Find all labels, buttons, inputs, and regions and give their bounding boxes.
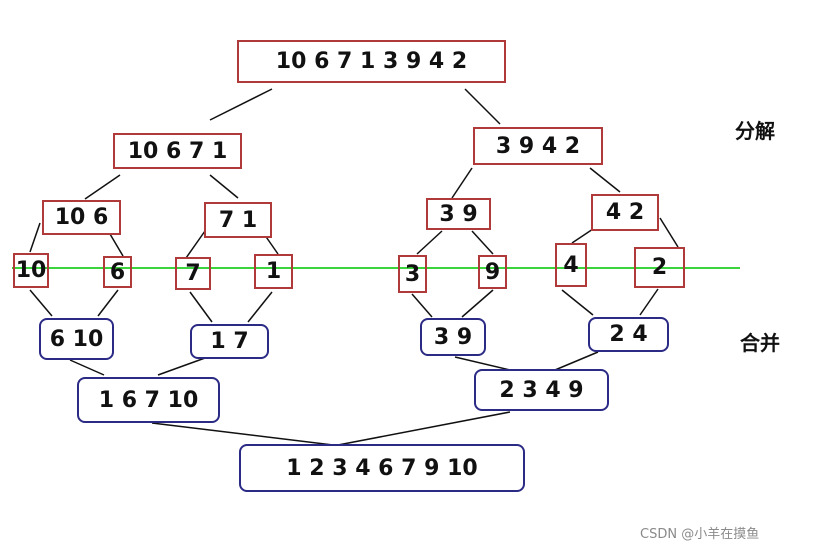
leaf-box: 6	[103, 256, 132, 288]
merge-label: 合并	[740, 331, 780, 355]
connector	[589, 167, 621, 193]
leaf-box: 10	[13, 253, 49, 288]
connector	[189, 291, 213, 323]
connector	[84, 174, 121, 200]
leaf-box: 2	[634, 247, 685, 288]
connector	[411, 293, 433, 318]
connector	[109, 233, 124, 257]
merge-final-box: 1 2 3 4 6 7 9 10	[239, 444, 525, 492]
watermark: CSDN @小羊在摸鱼	[640, 527, 760, 542]
merge-box: 2 4	[588, 317, 669, 352]
connector	[29, 222, 41, 253]
split-rl-box: 3 9	[426, 198, 491, 230]
connector	[451, 167, 473, 199]
connector	[659, 217, 679, 248]
connector	[151, 422, 334, 446]
connector	[29, 289, 53, 317]
leaf-box: 9	[478, 255, 507, 289]
merge-box: 1 6 7 10	[77, 377, 220, 423]
connector	[561, 289, 594, 316]
merge-box: 2 3 4 9	[474, 369, 609, 411]
connector	[185, 230, 206, 259]
leaf-box: 7	[175, 257, 211, 290]
connector	[209, 88, 273, 121]
connector	[639, 288, 659, 316]
connector	[247, 291, 273, 323]
connector	[337, 411, 511, 446]
leaf-box: 3	[398, 255, 427, 293]
connector	[471, 230, 494, 255]
connector	[209, 174, 239, 199]
connector	[454, 356, 511, 371]
split-rr-box: 4 2	[591, 194, 659, 231]
split-left-box: 10 6 7 1	[113, 133, 242, 169]
leaf-box: 4	[555, 243, 587, 287]
split-ll-box: 10 6	[42, 200, 121, 235]
connector	[69, 359, 105, 376]
merge-box: 6 10	[39, 318, 114, 360]
connector	[416, 230, 443, 255]
split-root-box: 10 6 7 1 3 9 4 2	[237, 40, 506, 83]
merge-box: 1 7	[190, 324, 269, 359]
merge-box: 3 9	[420, 318, 486, 356]
split-merge-divider	[12, 267, 740, 269]
connector	[554, 351, 599, 371]
split-label: 分解	[735, 119, 775, 143]
connector	[97, 289, 119, 317]
leaf-box: 1	[254, 254, 293, 289]
split-right-box: 3 9 4 2	[473, 127, 603, 165]
connector	[464, 88, 501, 125]
connector	[461, 289, 494, 318]
connector	[157, 357, 206, 376]
split-lr-box: 7 1	[204, 202, 272, 238]
